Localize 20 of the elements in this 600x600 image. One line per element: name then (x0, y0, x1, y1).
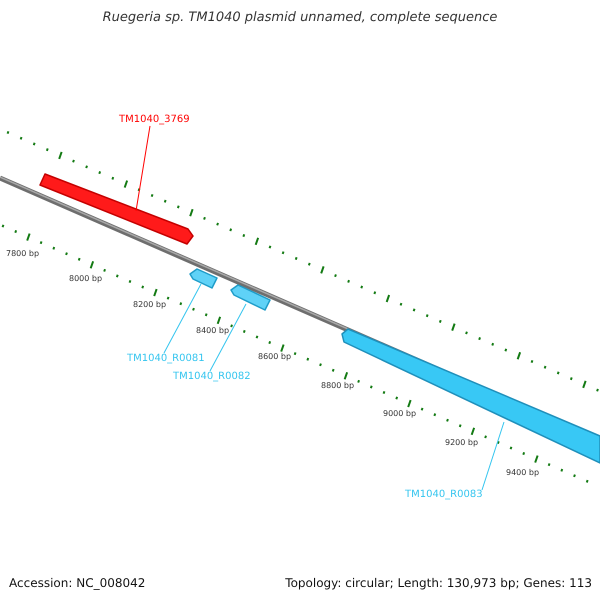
gene-feature (230, 284, 271, 311)
leader-line (136, 126, 150, 212)
leader-line (164, 284, 202, 354)
scale-label: 9000 bp (383, 409, 416, 418)
gene-feature (341, 328, 600, 464)
topology-text: Topology: circular; Length: 130,973 bp; Genes: 113 (285, 576, 592, 590)
gene-label: TM1040_R0081 (127, 353, 205, 364)
scale-label: 8600 bp (258, 352, 292, 361)
gene-feature (189, 268, 218, 289)
leader-line (210, 304, 246, 372)
gene-label: TM1040_3769 (119, 114, 190, 125)
gene-label: TM1040_R0083 (405, 489, 483, 500)
accession-text: Accession: NC_008042 (9, 576, 146, 590)
gene-label: TM1040_R0082 (173, 371, 251, 382)
scale-label: 8000 bp (69, 274, 102, 283)
title: Ruegeria sp. TM1040 plasmid unnamed, complete sequence (102, 10, 498, 25)
scale-label: 8800 bp (321, 381, 354, 390)
scale-label: 9200 bp (445, 438, 478, 447)
gene-feature (39, 173, 194, 245)
leader-line (482, 422, 504, 490)
